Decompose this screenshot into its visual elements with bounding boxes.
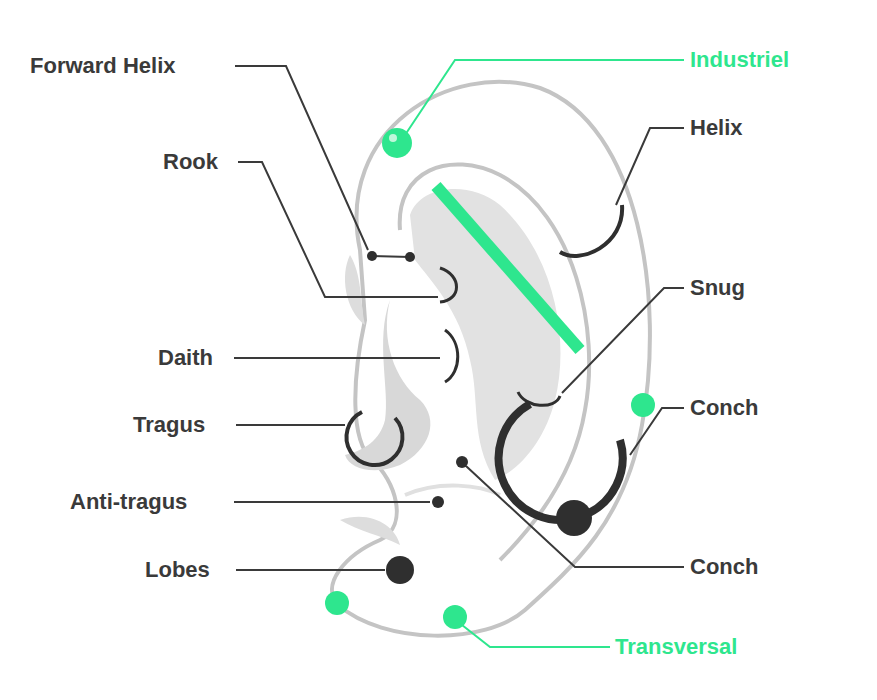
leader-line — [236, 569, 385, 571]
part-label: Industriel — [690, 48, 789, 72]
green-leader-lines — [405, 60, 684, 647]
leader-line — [462, 625, 610, 647]
part-label: Rook — [163, 150, 218, 174]
part-label: Conch — [690, 396, 758, 420]
helix-ring — [560, 205, 622, 256]
leader-line — [616, 128, 684, 205]
forward-helix-stud — [405, 252, 415, 262]
part-label: Tragus — [133, 413, 205, 437]
conch-stud — [456, 456, 468, 468]
lobe-shade — [340, 517, 400, 545]
transversal-ball — [443, 605, 467, 629]
industrial-ball — [631, 393, 655, 417]
part-label: Daith — [158, 346, 213, 370]
leader-line — [562, 288, 684, 393]
forward-helix-stud — [367, 251, 377, 261]
concha-shade — [345, 300, 430, 470]
part-label: Anti-tragus — [70, 490, 187, 514]
leader-line — [405, 60, 684, 135]
part-label: Forward Helix — [30, 54, 175, 78]
daith-ring — [445, 330, 458, 382]
part-label: Lobes — [145, 558, 210, 582]
conch-ball — [556, 500, 592, 536]
antihelix — [410, 189, 560, 480]
part-label: Snug — [690, 276, 745, 300]
antitragus-curve — [405, 486, 500, 495]
rook-ring — [440, 268, 457, 302]
helix-rim — [400, 164, 589, 560]
leader-lines — [234, 66, 684, 570]
transversal-ball — [325, 591, 349, 615]
tragus-ring — [346, 412, 402, 465]
lobe-stud — [386, 556, 414, 584]
forward-helix-bar — [372, 256, 410, 257]
leader-line — [238, 162, 438, 297]
leader-line — [236, 424, 345, 426]
conch-ring — [499, 404, 623, 520]
industrial-ball — [382, 128, 412, 158]
leader-line — [466, 466, 684, 567]
industrial-bar — [436, 186, 580, 350]
leader-line — [234, 357, 440, 359]
part-label: Helix — [690, 116, 743, 140]
part-label: Conch — [690, 555, 758, 579]
leader-line — [234, 501, 430, 503]
crus-shade — [345, 255, 365, 325]
anti-tragus-stud — [432, 496, 444, 508]
ball-highlight — [389, 134, 397, 142]
part-label: Transversal — [615, 635, 737, 659]
leader-line — [235, 66, 368, 250]
